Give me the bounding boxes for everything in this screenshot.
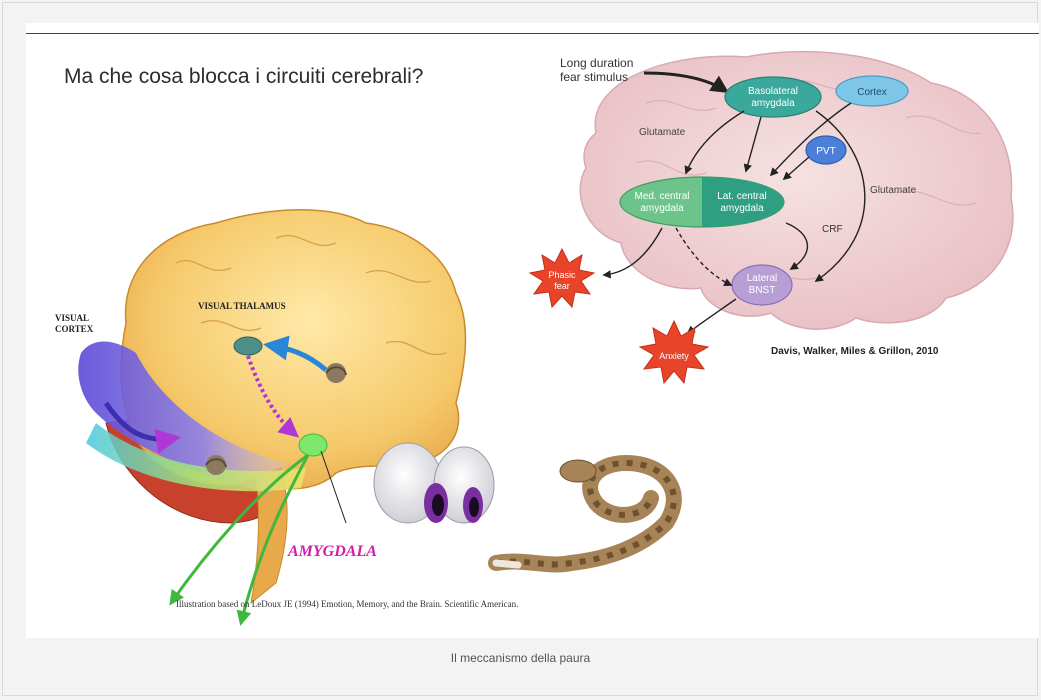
bnst-label-1: Lateral <box>747 273 778 284</box>
visual-thalamus-label: VISUAL THALAMUS <box>198 301 286 311</box>
basolateral-amygdala-node <box>725 77 821 117</box>
snake-thumbnail-2 <box>206 455 226 475</box>
citation: Davis, Walker, Miles & Grillon, 2010 <box>771 346 939 357</box>
phasic-fear-label-2: fear <box>554 281 570 291</box>
bnst-label-2: BNST <box>749 285 776 296</box>
circuit-diagram: Long duration fear stimulus Basolateral … <box>530 52 1013 383</box>
pvt-label: PVT <box>816 146 835 157</box>
glutamate-right-label: Glutamate <box>870 185 917 196</box>
anxiety-label: Anxiety <box>659 351 689 361</box>
lat-central-label-2: amygdala <box>720 203 764 214</box>
snake-thumbnail-1 <box>326 363 346 383</box>
left-illustration: VISUAL CORTEX VISUAL THALAMUS AMYGDALA <box>55 210 465 623</box>
med-central-label-2: amygdala <box>640 203 684 214</box>
stimulus-label-1: Long duration <box>560 56 633 70</box>
diagram-canvas: Long duration fear stimulus Basolateral … <box>26 23 1039 638</box>
figure-caption: Il meccanismo della paura <box>0 651 1041 665</box>
amygdala-label: AMYGDALA <box>287 543 377 560</box>
visual-cortex-label-1: VISUAL <box>55 313 89 323</box>
illustration-credit: Illustration based on LeDoux JE (1994) E… <box>176 599 518 609</box>
cortex-label: Cortex <box>857 87 886 98</box>
visual-cortex-label-2: CORTEX <box>55 324 94 334</box>
visual-thalamus-node <box>234 337 262 355</box>
crf-label: CRF <box>822 224 843 235</box>
glutamate-left-label: Glutamate <box>639 127 686 138</box>
rattlesnake-illustration <box>496 460 674 565</box>
amygdala-node <box>299 434 327 456</box>
bla-label-1: Basolateral <box>748 86 798 97</box>
slide-image: Ma che cosa blocca i circuiti cerebrali? <box>26 23 1039 638</box>
med-central-label-1: Med. central <box>634 191 689 202</box>
bla-label-2: amygdala <box>751 98 795 109</box>
stimulus-label-2: fear stimulus <box>560 70 628 84</box>
phasic-fear-label-1: Phasic <box>548 270 576 280</box>
lat-central-label-1: Lat. central <box>717 191 766 202</box>
